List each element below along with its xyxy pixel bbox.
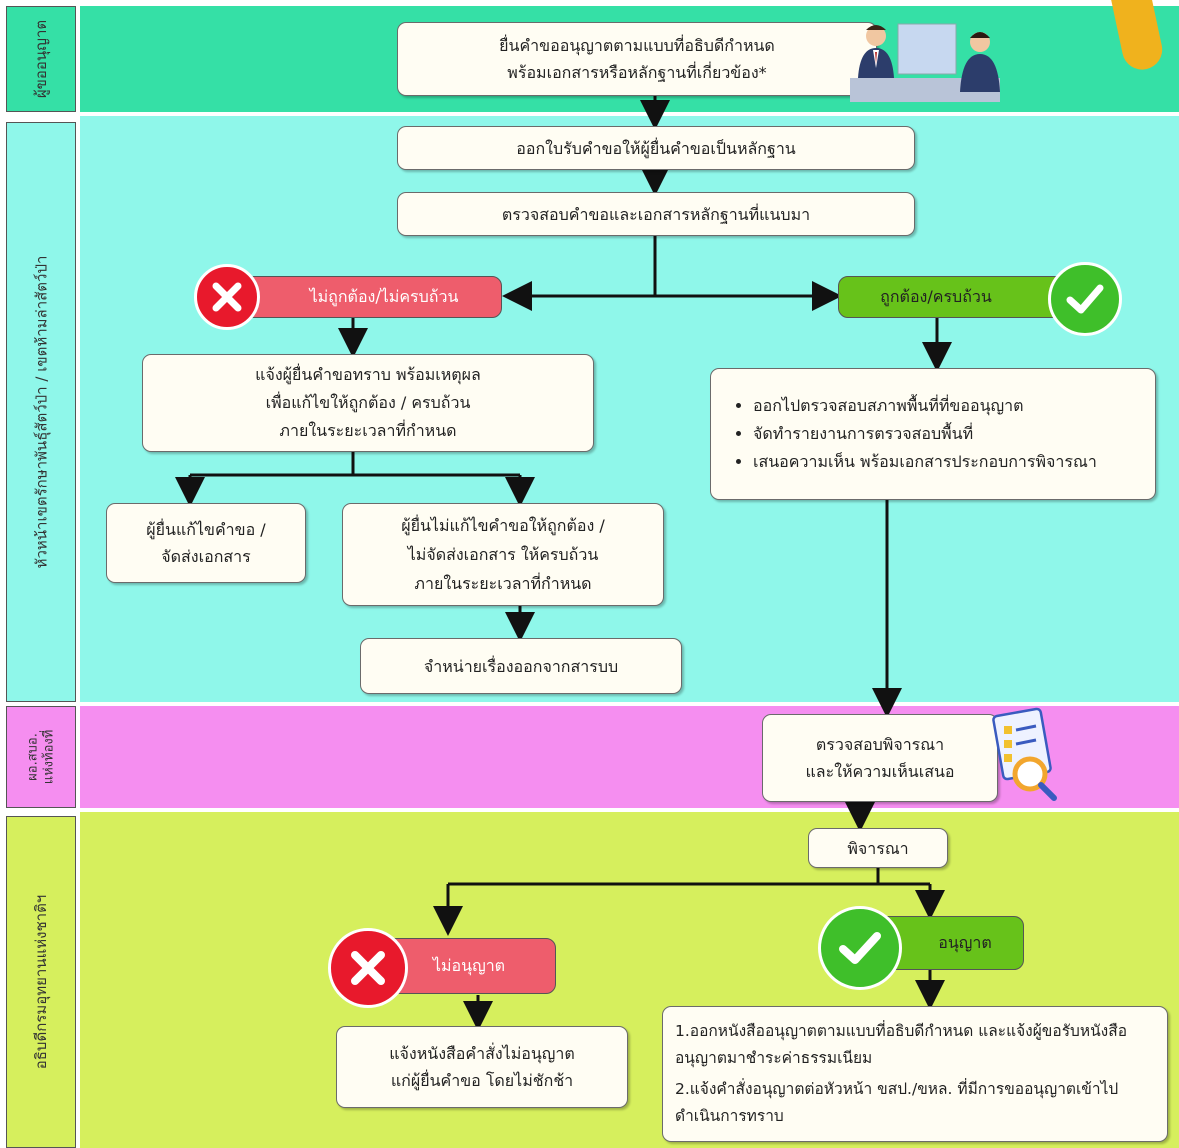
step-issue-receipt: ออกใบรับคำขอให้ผู้ยื่นคำขอเป็นหลักฐาน bbox=[397, 126, 915, 170]
step-deny-notify: แจ้งหนังสือคำสั่งไม่อนุญาต แก่ผู้ยื่นคำข… bbox=[336, 1026, 628, 1108]
approve-actions-list: 1.ออกหนังสืออนุญาตตามแบบที่อธิบดีกำหนด แ… bbox=[675, 1014, 1155, 1134]
list-item: จัดทำรายงานการตรวจสอบพื้นที่ bbox=[753, 420, 1097, 448]
lane-label-regional-director: ผอ.สบอ. แห่งท้องที่ bbox=[6, 706, 76, 808]
decision-correct-label: ถูกต้อง/ครบถ้วน bbox=[838, 276, 1070, 318]
step-applicant-not-fixed: ผู้ยื่นไม่แก้ไขคำขอให้ถูกต้อง / ไม่จัดส่… bbox=[342, 503, 664, 606]
lane-label-applicant: ผู้ขออนุญาต bbox=[6, 6, 76, 112]
cross-icon bbox=[328, 928, 408, 1008]
decision-incorrect-label: ไม่ถูกต้อง/ไม่ครบถ้วน bbox=[230, 276, 502, 318]
check-icon bbox=[818, 906, 902, 990]
check-icon bbox=[1048, 262, 1122, 336]
step-check-documents: ตรวจสอบคำขอและเอกสารหลักฐานที่แนบมา bbox=[397, 192, 915, 236]
step-consider: พิจารณา bbox=[808, 828, 948, 868]
step-applicant-fixed: ผู้ยื่นแก้ไขคำขอ / จัดส่งเอกสาร bbox=[106, 503, 306, 583]
step-approve-actions: 1.ออกหนังสืออนุญาตตามแบบที่อธิบดีกำหนด แ… bbox=[662, 1006, 1168, 1142]
meeting-illustration bbox=[850, 23, 1000, 102]
lane-label-sanctuary-chief: หัวหน้าเขตรักษาพันธุ์สัตว์ป่า / เขตห้ามล… bbox=[6, 122, 76, 702]
step-dispose-case: จำหน่ายเรื่องออกจากสารบบ bbox=[360, 638, 682, 694]
cross-icon bbox=[194, 264, 260, 330]
inspection-list: ออกไปตรวจสอบสภาพพื้นที่ที่ขออนุญาต จัดทำ… bbox=[723, 392, 1097, 476]
step-field-inspection: ออกไปตรวจสอบสภาพพื้นที่ที่ขออนุญาต จัดทำ… bbox=[710, 368, 1156, 500]
list-item: ออกไปตรวจสอบสภาพพื้นที่ที่ขออนุญาต bbox=[753, 392, 1097, 420]
step-notify-applicant: แจ้งผู้ยื่นคำขอทราบ พร้อมเหตุผล เพื่อแก้… bbox=[142, 354, 594, 452]
list-item: 2.แจ้งคำสั่งอนุญาตต่อหัวหน้า ขสป./ขหล. ท… bbox=[675, 1080, 1119, 1125]
lane-label-director-general: อธิบดีกรมอุทยานแห่งชาติฯ bbox=[6, 816, 76, 1148]
step-submit-request: ยื่นคำขออนุญาตตามแบบที่อธิบดีกำหนด พร้อม… bbox=[397, 22, 877, 96]
list-item: เสนอความเห็น พร้อมเอกสารประกอบการพิจารณา bbox=[753, 448, 1097, 476]
step-review-opinion: ตรวจสอบพิจารณา และให้ความเห็นเสนอ bbox=[762, 714, 998, 802]
document-magnifier-icon bbox=[992, 707, 1057, 801]
list-item: 1.ออกหนังสืออนุญาตตามแบบที่อธิบดีกำหนด แ… bbox=[675, 1022, 1128, 1067]
